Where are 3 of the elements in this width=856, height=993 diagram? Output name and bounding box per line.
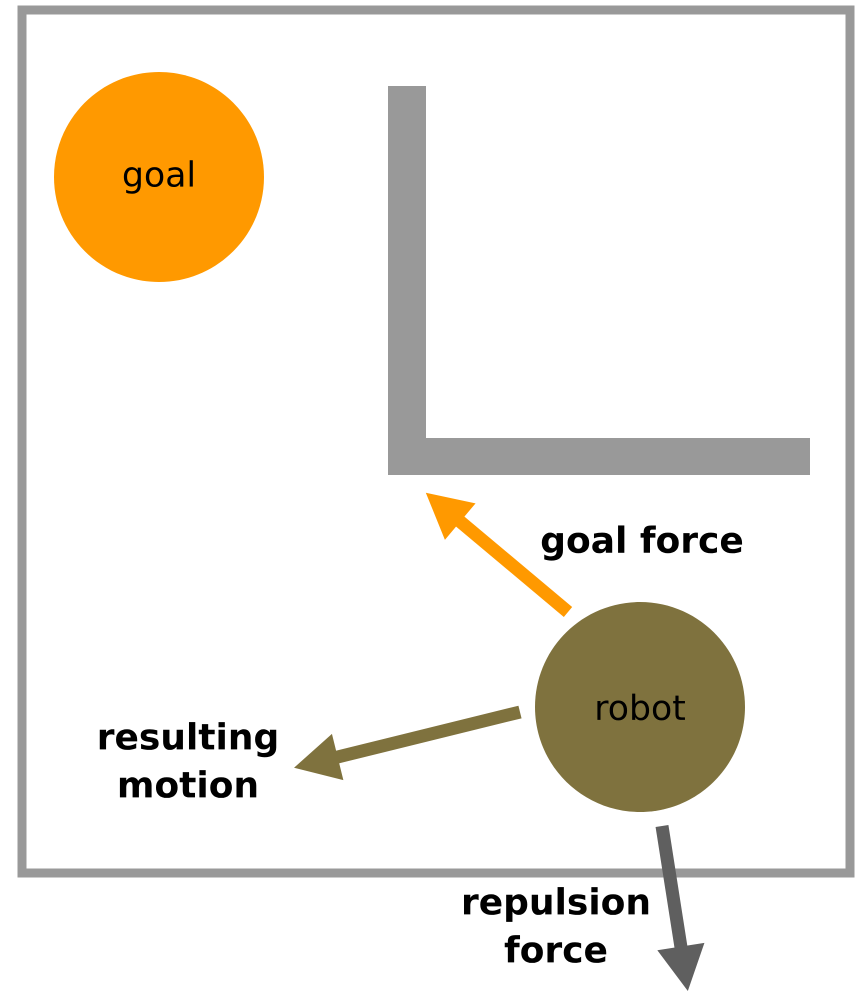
arrow-label: goal force [542, 525, 742, 561]
arrow-label: resulting motion [100, 722, 276, 798]
arrow-label: repulsion force [464, 887, 648, 963]
